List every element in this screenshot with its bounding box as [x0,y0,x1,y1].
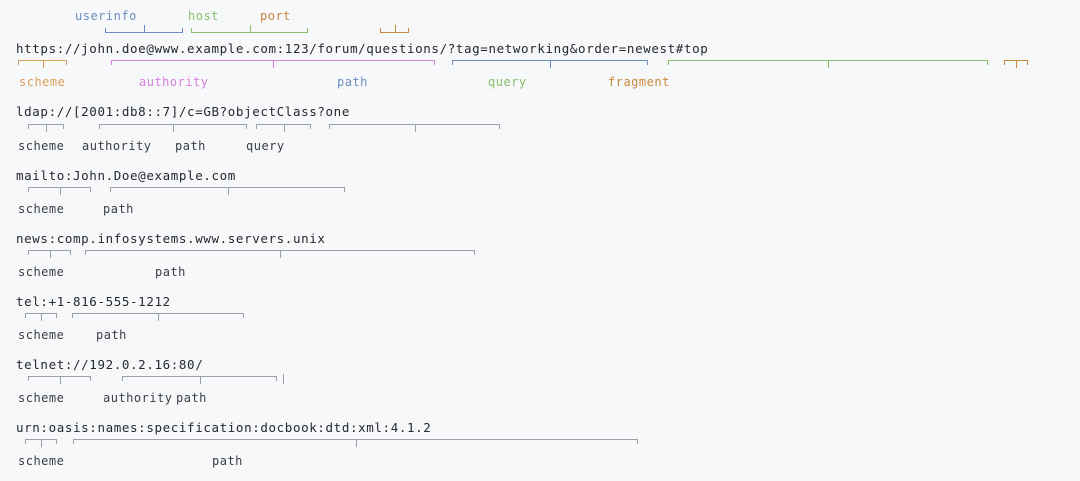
underbrace-news-path-stem [280,251,281,258]
underbrace-mailto-scheme [28,187,91,195]
underbrace-query-stem [828,61,829,68]
label-fragment: fragment [608,75,670,89]
uri-text-telnet: telnet://192.0.2.16:80/ [16,357,204,372]
label-news-scheme: scheme [18,265,65,279]
underbrace-tel-path [72,313,244,321]
underbrace-ldap-query-stem [414,125,416,132]
label-host: host [188,9,219,23]
underbrace-urn-scheme-stem [41,440,42,447]
label-tel-scheme: scheme [18,328,65,342]
label-urn-scheme: scheme [18,454,65,468]
underbrace-path [452,60,648,68]
underbrace-path-stem [550,61,551,68]
underbrace-telnet-scheme [28,376,91,384]
underbrace-ldap-authority-stem [173,125,174,132]
underbrace-telnet-authority-stem [199,377,201,384]
label-userinfo: userinfo [75,9,137,23]
label-ldap-scheme: scheme [18,139,65,153]
underbrace-scheme [18,60,67,68]
underbrace-urn-path-stem [355,440,357,447]
label-news-path: path [155,265,186,279]
uri-text-ldap: ldap://[2001:db8::7]/c=GB?objectClass?on… [16,104,350,119]
label-mailto-path: path [103,202,134,216]
underbrace-ldap-query [329,124,500,132]
label-path: path [337,75,368,89]
uri-text-news: news:comp.infosystems.www.servers.unix [16,231,326,246]
underbrace-authority-stem [273,61,274,68]
label-scheme: scheme [19,75,66,89]
underbrace-urn-scheme [25,439,57,447]
underbrace-news-path [85,250,475,258]
underbrace-mailto-scheme-stem [59,188,61,195]
label-tel-path: path [96,328,127,342]
uri-text-urn: urn:oasis:names:specification:docbook:dt… [16,420,432,435]
label-telnet-scheme: scheme [18,391,65,405]
telnet-path-tick [283,374,284,384]
underbrace-tel-scheme [25,313,57,321]
label-port: port [260,9,291,23]
overbrace-port [380,25,409,33]
label-ldap-query: query [246,139,285,153]
overbrace-userinfo-stem [144,25,145,32]
underbrace-mailto-path [110,187,345,195]
underbrace-scheme-stem [42,61,44,68]
overbrace-host-stem [249,25,251,32]
underbrace-ldap-path [256,124,311,132]
label-query: query [488,75,527,89]
underbrace-ldap-authority [99,124,247,132]
underbrace-ldap-path-stem [283,125,285,132]
underbrace-mailto-path-stem [227,188,229,195]
underbrace-urn-path [73,439,638,447]
underbrace-fragment [1004,60,1028,68]
label-ldap-authority: authority [82,139,152,153]
uri-text-tel: tel:+1-816-555-1212 [16,294,171,309]
underbrace-query [668,60,988,68]
underbrace-telnet-authority [122,376,277,384]
underbrace-news-scheme-stem [49,251,51,258]
label-telnet-path: path [176,391,207,405]
overbrace-userinfo [105,25,183,33]
uri-text-https: https://john.doe@www.example.com:123/for… [16,41,709,56]
overbrace-port-stem [394,25,396,32]
label-telnet-authority: authority [103,391,173,405]
underbrace-authority [111,60,435,68]
uri-text-mailto: mailto:John.Doe@example.com [16,168,236,183]
underbrace-tel-path-stem [158,314,159,321]
underbrace-ldap-scheme [28,124,64,132]
overbrace-host [191,25,308,33]
label-mailto-scheme: scheme [18,202,65,216]
underbrace-fragment-stem [1016,61,1017,68]
label-authority: authority [139,75,209,89]
underbrace-news-scheme [28,250,71,258]
label-ldap-path: path [175,139,206,153]
underbrace-ldap-scheme-stem [46,125,47,132]
underbrace-tel-scheme-stem [41,314,42,321]
label-urn-path: path [212,454,243,468]
underbrace-telnet-scheme-stem [59,377,61,384]
